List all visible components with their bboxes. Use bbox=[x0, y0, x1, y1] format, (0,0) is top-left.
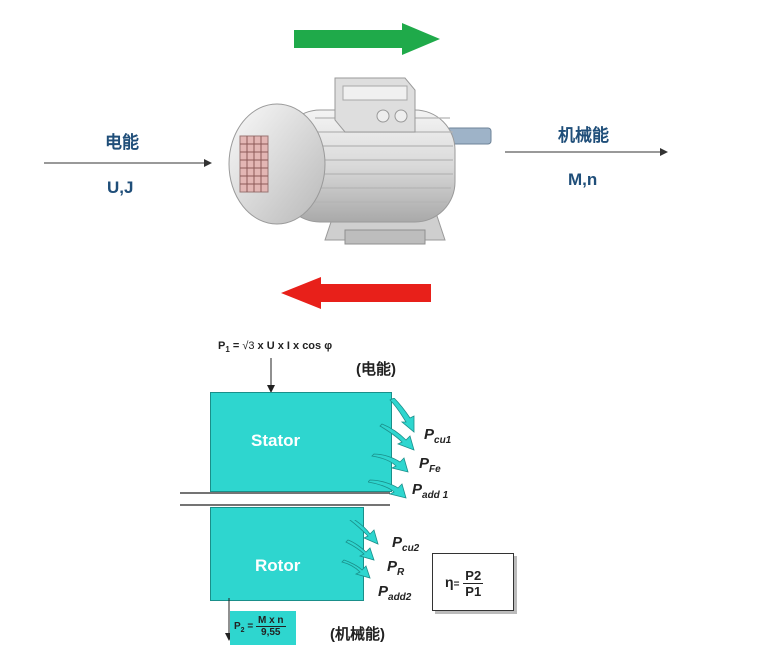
loss-subscript: cu1 bbox=[434, 435, 452, 446]
efficiency-numerator: P2 bbox=[463, 568, 484, 584]
efficiency-formula-box: η= P2 P1 bbox=[432, 553, 514, 611]
eta-equals: = bbox=[453, 579, 460, 591]
input-variables: U,J bbox=[107, 178, 134, 197]
output-energy-label: 机械能 bbox=[558, 126, 609, 145]
root-three: √3 bbox=[242, 340, 255, 352]
loss-symbol: P bbox=[424, 426, 435, 443]
loss-label-padd1: Padd 1 bbox=[412, 481, 448, 501]
p2-symbol: P bbox=[234, 621, 241, 633]
loss-symbol: P bbox=[392, 534, 403, 551]
p2-formula-box: P2 = M x n 9,55 bbox=[230, 611, 296, 645]
stator-box: Stator bbox=[210, 392, 392, 492]
input-energy-label: 电能 bbox=[105, 133, 139, 152]
input-power-arrow bbox=[267, 358, 275, 393]
p1-expression: x U x I x cos φ bbox=[254, 340, 333, 352]
loss-subscript: Fe bbox=[429, 464, 441, 475]
green-arrow bbox=[294, 23, 440, 55]
loss-subscript: add 1 bbox=[422, 490, 449, 501]
output-variables: M,n bbox=[568, 170, 598, 189]
red-arrow bbox=[281, 277, 431, 309]
loss-subscript: add2 bbox=[388, 592, 412, 603]
loss-subscript: R bbox=[397, 567, 405, 578]
loss-symbol: P bbox=[378, 583, 389, 600]
loss-label-pfe: PFe bbox=[419, 455, 441, 475]
rotor-label: Rotor bbox=[255, 556, 301, 575]
p2-equals: = bbox=[244, 621, 256, 633]
loss-symbol: P bbox=[419, 455, 430, 472]
mechanical-energy-tag: (机械能) bbox=[330, 626, 385, 643]
p1-formula: P1 = √3 x U x I x cos φ bbox=[218, 340, 333, 355]
p1-symbol: P bbox=[218, 340, 226, 352]
efficiency-denominator: P1 bbox=[465, 584, 482, 599]
p2-subscript: 2 bbox=[240, 627, 245, 635]
p2-fraction: M x n 9,55 bbox=[255, 615, 286, 638]
loss-label-pcu1: Pcu1 bbox=[424, 426, 451, 446]
rotor-loss-arrows bbox=[341, 520, 379, 579]
p2-formula: P2 = M x n 9,55 bbox=[234, 615, 286, 638]
loss-symbol: P bbox=[412, 481, 423, 498]
input-arrow bbox=[44, 159, 212, 167]
stator-label: Stator bbox=[251, 431, 301, 450]
loss-label-padd2: Padd2 bbox=[378, 583, 411, 603]
rotor-box: Rotor bbox=[210, 507, 364, 601]
eta-symbol: η bbox=[445, 574, 454, 591]
p2-denominator: 9,55 bbox=[261, 627, 281, 638]
efficiency-fraction: P2 P1 bbox=[463, 568, 484, 599]
loss-symbol: P bbox=[387, 558, 398, 575]
loss-subscript: cu2 bbox=[402, 543, 420, 554]
air-gap bbox=[180, 492, 390, 506]
output-arrow bbox=[505, 148, 668, 156]
p1-subscript: 1 bbox=[225, 345, 230, 355]
p2-numerator: M x n bbox=[255, 615, 286, 627]
electric-motor-illustration bbox=[228, 77, 492, 245]
stator-loss-arrows bbox=[368, 398, 415, 499]
efficiency-formula: η= P2 P1 bbox=[445, 568, 484, 599]
loss-label-pcu2: Pcu2 bbox=[392, 534, 419, 554]
loss-label-pr: PR bbox=[387, 558, 404, 578]
electric-energy-tag: (电能) bbox=[356, 361, 396, 378]
